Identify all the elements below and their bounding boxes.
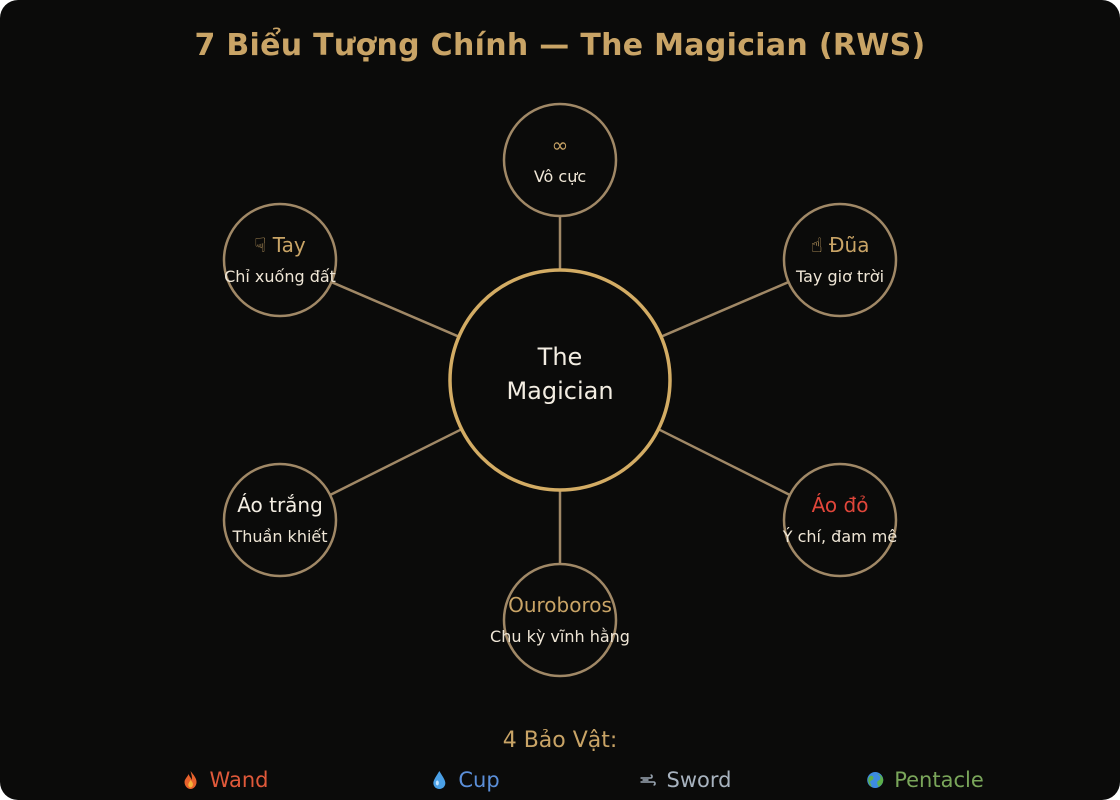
- treasure-pentacle: Pentacle: [866, 768, 984, 792]
- page-title: 7 Biểu Tượng Chính — The Magician (RWS): [194, 28, 926, 63]
- node-circle-infinity: [502, 102, 618, 218]
- treasure-cup: Cup: [430, 768, 500, 792]
- treasure-label: Sword: [666, 768, 732, 792]
- node-circle-white-robe: [222, 462, 338, 578]
- wind-icon: [639, 770, 657, 790]
- treasure-wand: Wand: [182, 768, 269, 792]
- node-subtitle: Tay giơ trời: [795, 267, 885, 286]
- node-label: ☟ Tay: [254, 233, 306, 257]
- node-label: ☝ Đũa: [810, 233, 870, 257]
- connector-wand-hand: [660, 280, 790, 338]
- center-circle: [448, 268, 672, 492]
- node-subtitle: Ý chí, đam mê: [782, 527, 898, 546]
- node-label: ∞: [551, 133, 569, 157]
- connector-earth-hand: [330, 280, 460, 338]
- treasure-label: Pentacle: [894, 768, 984, 792]
- water-drop-icon: [430, 770, 448, 790]
- node-subtitle: Chỉ xuống đất: [224, 267, 336, 286]
- node-red-robe: Áo đỏ Ý chí, đam mê: [783, 492, 897, 548]
- treasures-row: Wand Cup Sword Pentacle: [0, 768, 1120, 798]
- treasure-label: Cup: [458, 768, 500, 792]
- node-circle-earth-hand: [222, 202, 338, 318]
- node-circle-ouroboros: [502, 562, 618, 678]
- connector-white-robe: [329, 428, 463, 497]
- node-circle-wand-hand: [782, 202, 898, 318]
- treasure-sword: Sword: [639, 768, 732, 792]
- treasures-heading: 4 Bảo Vật:: [502, 728, 618, 753]
- node-infinity: ∞ Vô cực: [534, 132, 586, 188]
- fire-icon: [182, 770, 200, 790]
- node-label: Áo đỏ: [811, 493, 869, 517]
- connector-group: [329, 216, 791, 564]
- node-subtitle: Vô cực: [533, 167, 587, 186]
- center-node-label: The Magician: [506, 343, 614, 405]
- node-subtitle: Chu kỳ vĩnh hằng: [490, 627, 630, 646]
- node-subtitle: Thuần khiết: [232, 527, 328, 546]
- treasure-label: Wand: [209, 768, 269, 792]
- connector-red-robe: [657, 428, 791, 497]
- center-node: The Magician: [506, 340, 613, 408]
- globe-icon: [866, 770, 884, 790]
- node-label: Áo trắng: [237, 493, 323, 517]
- node-label: Ouroboros: [508, 593, 612, 617]
- circle-group: [222, 102, 898, 678]
- node-circle-red-robe: [782, 462, 898, 578]
